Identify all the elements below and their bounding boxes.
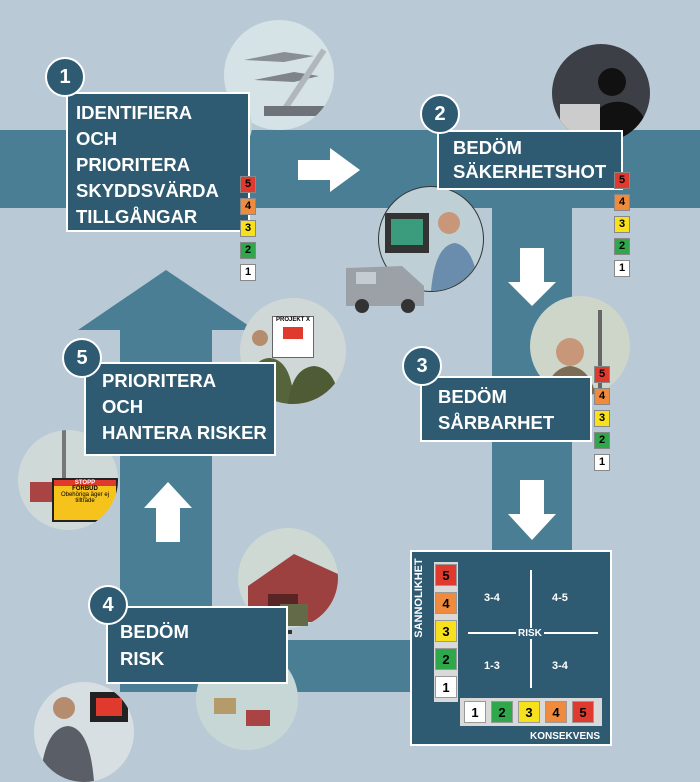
step-1-line-4: SKYDDSVÄRDA	[76, 180, 219, 201]
arrow-down-2	[508, 480, 556, 540]
scale-cell: 4	[240, 198, 256, 215]
analyst-picture	[34, 682, 134, 782]
matrix-quadrant-top-left: 3-4	[484, 592, 500, 604]
matrix-quadrant-top-right: 4-5	[552, 592, 568, 604]
matrix-y-cell: 5	[435, 564, 457, 586]
scale-cell: 4	[594, 388, 610, 405]
step-4-number: 4	[88, 585, 128, 625]
stop-sign-title: STOPP	[54, 480, 116, 486]
scale-cell: 5	[240, 176, 256, 193]
step-1-line-3: PRIORITERA	[76, 154, 191, 175]
matrix-quadrant-bottom-left: 1-3	[484, 660, 500, 672]
matrix-x-cell: 3	[518, 701, 540, 723]
matrix-y-cell: 2	[435, 648, 457, 670]
briefing-picture: PROJEKT X	[240, 298, 346, 404]
step-2-number: 2	[420, 94, 460, 134]
arrow-right	[298, 148, 360, 192]
step-1-line-2: OCH	[76, 128, 118, 149]
van-picture	[342, 248, 428, 314]
scale-cell: 2	[614, 238, 630, 255]
fighter-jets-picture	[224, 20, 334, 130]
step-5-box: PRIORITERA OCH HANTERA RISKER	[84, 362, 276, 456]
scale-cell: 3	[240, 220, 256, 237]
step-5-number: 5	[62, 338, 102, 378]
matrix-y-cell: 1	[435, 676, 457, 698]
step-1-box: IDENTIFIERA OCH PRIORITERA SKYDDSVÄRDA T…	[66, 92, 250, 232]
step-1-line-5: TILLGÅNGAR	[76, 206, 198, 227]
stop-sign-line: Obehöriga äger ej tillträde	[60, 492, 110, 504]
matrix-x-axis-label: KONSEKVENS	[529, 731, 600, 742]
scale-cell: 1	[594, 454, 610, 471]
matrix-x-cell: 2	[491, 701, 513, 723]
arrow-down-1	[508, 248, 556, 306]
scale-cell: 1	[240, 264, 256, 281]
step-5-line-1: PRIORITERA	[102, 370, 217, 391]
matrix-y-axis-label: SANNOLIKHET	[413, 558, 425, 638]
matrix-quadrant-bottom-right: 3-4	[552, 660, 568, 672]
step-3-number: 3	[402, 346, 442, 386]
scale-cell: 4	[614, 194, 630, 211]
scale-cell: 2	[594, 432, 610, 449]
step-3-line-2: SÅRBARHET	[438, 412, 555, 433]
scale-cell: 3	[614, 216, 630, 233]
big-up-arrow	[78, 270, 255, 330]
risk-matrix: SANNOLIKHET KONSEKVENS 5 4 3 2 1 1 2 3 4…	[410, 550, 612, 746]
step-2-line-1: BEDÖM	[453, 137, 522, 158]
project-board: PROJEKT X	[272, 316, 314, 358]
step-4-line-2: RISK	[120, 648, 165, 669]
hacker-picture	[552, 44, 650, 142]
scale-cell: 3	[594, 410, 610, 427]
arrow-up	[144, 482, 192, 542]
step-1-scale: 5 4 3 2 1	[240, 176, 258, 286]
scale-cell: 1	[614, 260, 630, 277]
step-2-line-2: SÄKERHETSHOT	[453, 161, 607, 182]
step-3-box: BEDÖM SÅRBARHET	[420, 376, 592, 442]
step-1-number: 1	[45, 57, 85, 97]
matrix-x-cell: 4	[545, 701, 567, 723]
matrix-y-cell: 3	[435, 620, 457, 642]
stop-sign-sub: FÖRBUD	[72, 486, 98, 492]
step-4-line-1: BEDÖM	[120, 621, 189, 642]
matrix-x-cell: 1	[464, 701, 486, 723]
matrix-x-cell: 5	[572, 701, 594, 723]
step-2-scale: 5 4 3 2 1	[614, 172, 632, 282]
scale-cell: 5	[594, 366, 610, 383]
step-5-line-3: HANTERA RISKER	[102, 422, 267, 443]
matrix-y-cell: 4	[435, 592, 457, 614]
scale-cell: 2	[240, 242, 256, 259]
step-4-box: BEDÖM RISK	[106, 606, 288, 684]
step-3-line-1: BEDÖM	[438, 386, 507, 407]
step-1-line-1: IDENTIFIERA	[76, 102, 193, 123]
step-5-line-2: OCH	[102, 396, 144, 417]
scale-cell: 5	[614, 172, 630, 189]
stop-sign: STOPP FÖRBUD Obehöriga äger ej tillträde	[52, 478, 118, 522]
step-3-scale: 5 4 3 2 1	[594, 366, 612, 476]
matrix-center-label: RISK	[516, 628, 544, 639]
step-2-box: BEDÖM SÄKERHETSHOT	[437, 130, 623, 190]
project-board-title: PROJEKT X	[275, 317, 310, 323]
